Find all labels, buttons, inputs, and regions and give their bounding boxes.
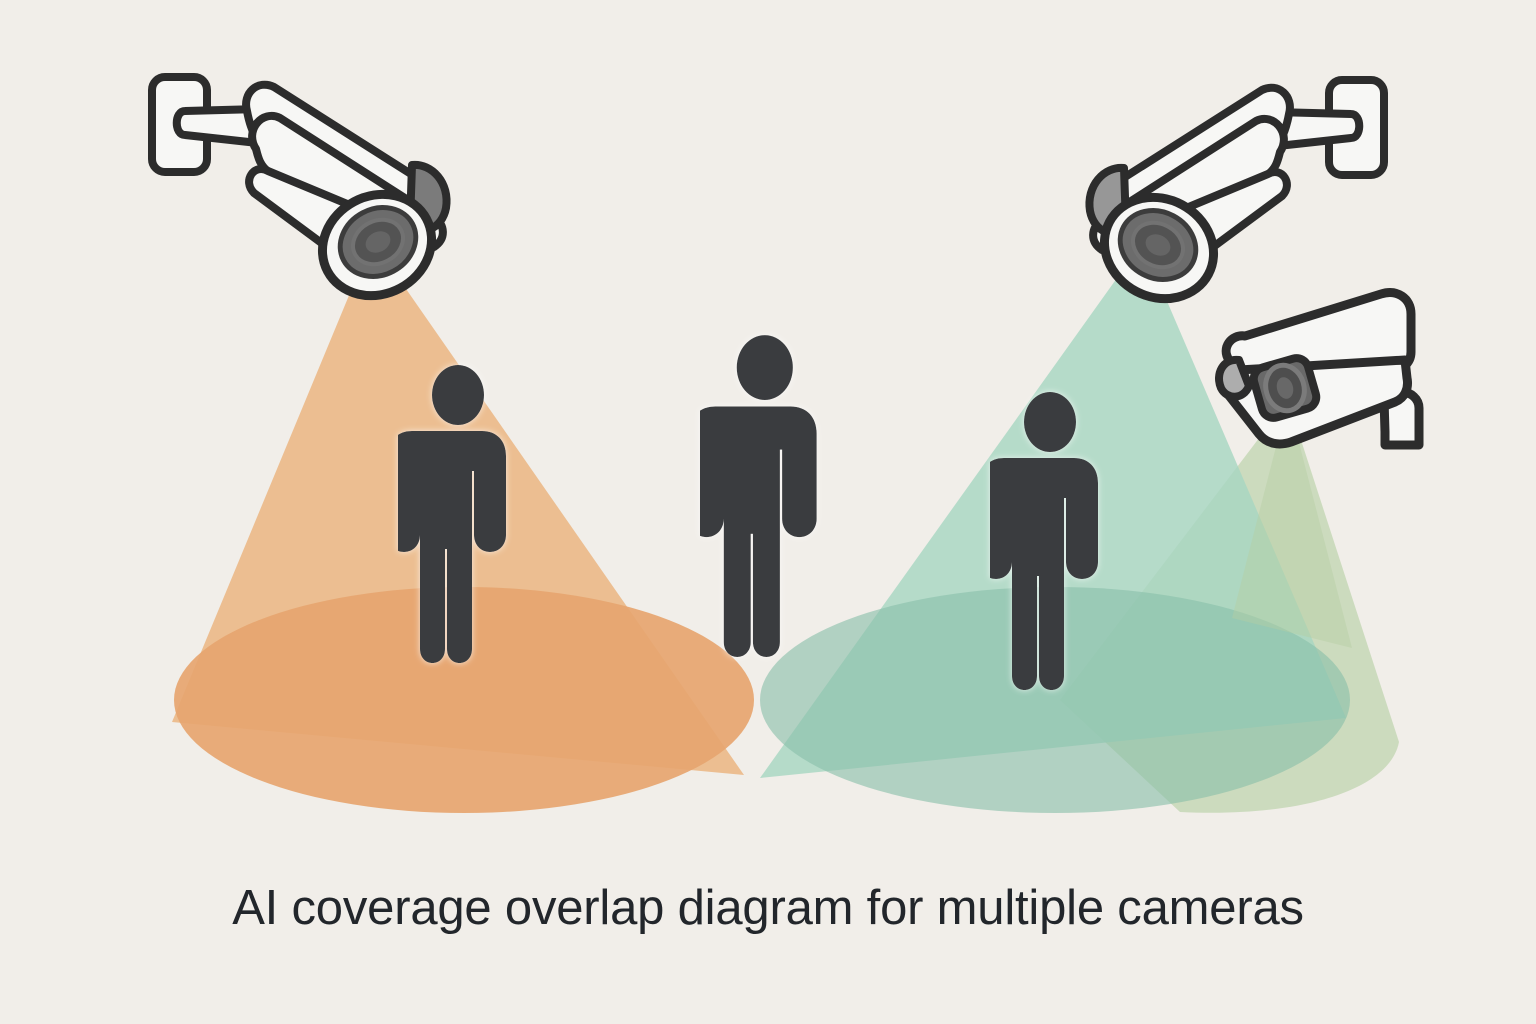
camera-right-upper-mount-arm-body <box>1270 108 1364 150</box>
caption: AI coverage overlap diagram for multiple… <box>232 881 1304 935</box>
camera-right-upper-lens-inner <box>1145 234 1171 256</box>
zone-orange-footprint <box>174 587 754 813</box>
camera-right-lower[interactable] <box>1215 288 1433 452</box>
zone-teal-footprint <box>760 587 1350 813</box>
zone-green-cone-upper <box>1232 400 1352 648</box>
camera-right-lower-rear-cap <box>1215 355 1253 401</box>
camera-left-mount-arm-body <box>172 105 266 147</box>
camera-left[interactable] <box>148 73 451 315</box>
camera-left-lens-inner <box>365 231 391 253</box>
camera-right-upper[interactable] <box>1085 76 1388 318</box>
camera-right-lower-lens-inner <box>1276 377 1294 399</box>
